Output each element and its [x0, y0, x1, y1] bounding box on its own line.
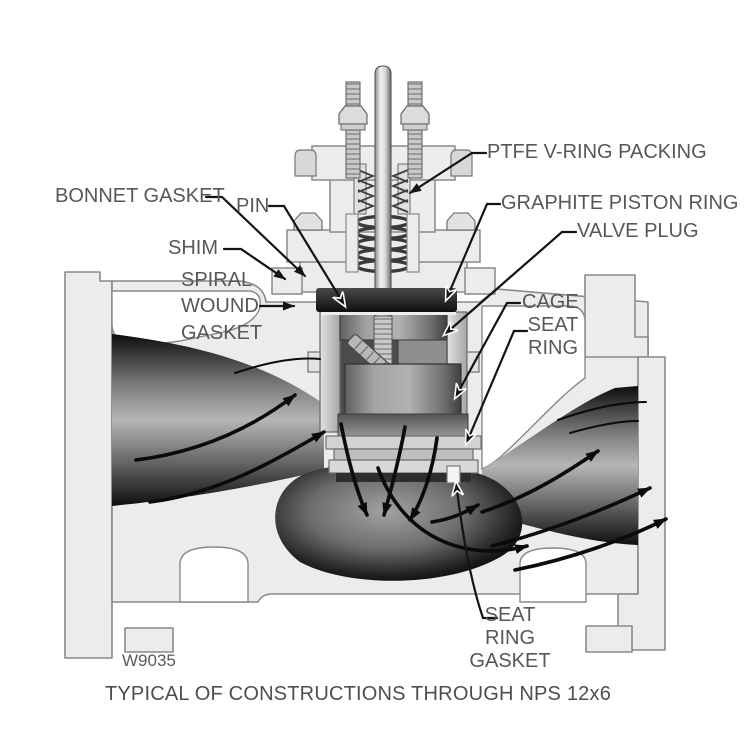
cage-wall-left — [319, 311, 341, 433]
label-spiral-wound-gasket: SPIRAL WOUND GASKET — [181, 269, 263, 344]
seat-ring-gasket-part — [446, 465, 461, 484]
label-valve-plug: VALVE PLUG — [577, 220, 699, 242]
leader-ptfe — [408, 151, 488, 195]
bonnet-assembly — [271, 65, 496, 317]
bonnet-ear-right — [464, 267, 496, 295]
leader-valve-plug — [444, 230, 578, 335]
leader-shim — [222, 247, 287, 281]
valve-stem — [374, 65, 392, 317]
right-foot — [585, 625, 633, 653]
leader-seat-ring — [466, 329, 529, 444]
bonnet-studs — [338, 81, 430, 179]
leader-seat-ring-gasket — [456, 482, 499, 620]
v-ring-packing-part — [357, 169, 409, 213]
leader-cage — [455, 301, 522, 398]
label-graphite-piston-ring: GRAPHITE PISTON RING — [501, 192, 739, 214]
leader-bonnet-gasket — [204, 195, 307, 278]
left-flange — [64, 271, 113, 659]
label-seat-ring: SEAT RING — [527, 314, 579, 359]
label-ptfe-v-ring-packing: PTFE V-RING PACKING — [487, 141, 707, 163]
figure-code: W9035 — [122, 651, 176, 670]
label-shim: SHIM — [168, 237, 218, 259]
label-bonnet-gasket: BONNET GASKET — [55, 185, 225, 207]
leader-pin — [267, 204, 345, 306]
leader-lines — [204, 151, 578, 620]
flow-arrows — [134, 357, 668, 572]
figure-caption: TYPICAL OF CONSTRUCTIONS THROUGH NPS 12x… — [104, 683, 612, 705]
label-pin: PIN — [236, 195, 270, 217]
bonnet-gasket-part — [316, 288, 457, 312]
left-foot — [124, 627, 174, 653]
label-seat-ring-gasket: SEAT RING GASKET — [469, 604, 551, 672]
leader-graphite-piston-ring — [446, 202, 502, 300]
label-cage: CAGE — [522, 291, 579, 313]
